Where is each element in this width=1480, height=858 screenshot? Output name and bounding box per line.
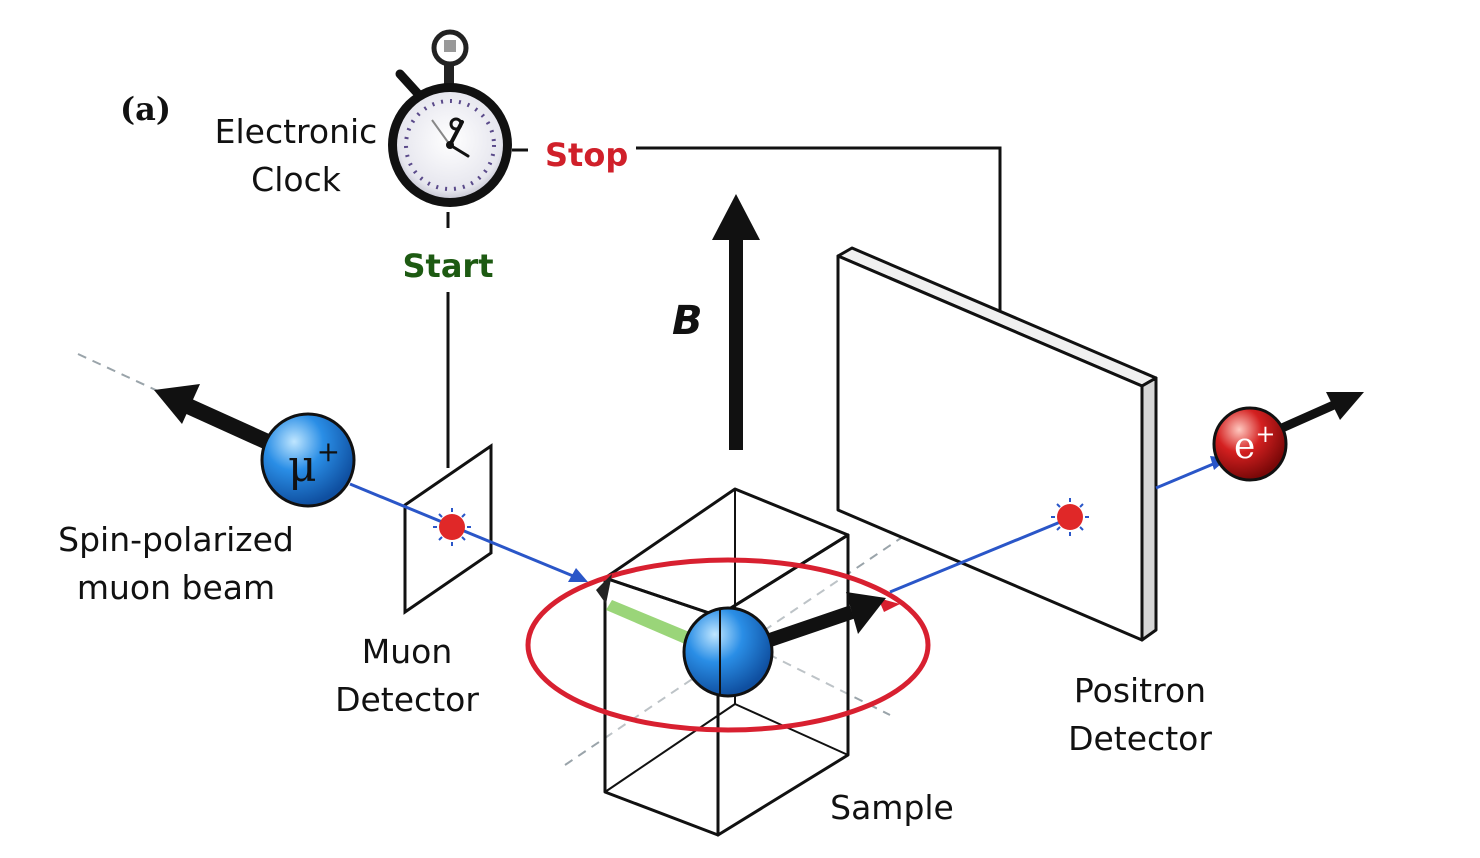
clock-label-line1: Electronic [215,112,378,151]
magnetic-field-arrow [712,194,760,450]
field-label: B [672,298,703,344]
beam-label-line2: muon beam [77,568,275,607]
stopwatch-icon [388,29,512,207]
panel-label: (a) [120,90,171,128]
muon-particle [260,412,356,508]
sample-axis-dashed-2 [739,639,891,716]
muon-symbol: μ+ [288,435,340,492]
muon-spin-arrow [154,384,276,452]
muon-detector-label-line1: Muon [362,632,453,671]
spin-arrow [767,592,886,647]
stop-label: Stop [545,136,628,174]
positron-particle [1212,406,1288,482]
positron-detector-label-line1: Positron [1074,671,1206,710]
positron-symbol: e+ [1234,420,1275,467]
positron-direction-arrow [1280,392,1364,433]
stopped-muon [682,606,774,698]
clock-label-line2: Clock [251,160,342,199]
sample-label: Sample [830,788,954,827]
muon-hit-marker [433,508,471,546]
positron-hit-marker [1051,498,1089,536]
positron-detector [836,246,1158,642]
beam-axis-dashed [77,353,161,393]
stop-wire [636,146,1002,322]
positron-detector-label-line2: Detector [1068,719,1212,758]
muon-detector-label-line2: Detector [335,680,479,719]
precession-ring [525,557,931,733]
beam-label-line1: Spin-polarized [58,520,294,559]
start-label: Start [402,247,493,285]
